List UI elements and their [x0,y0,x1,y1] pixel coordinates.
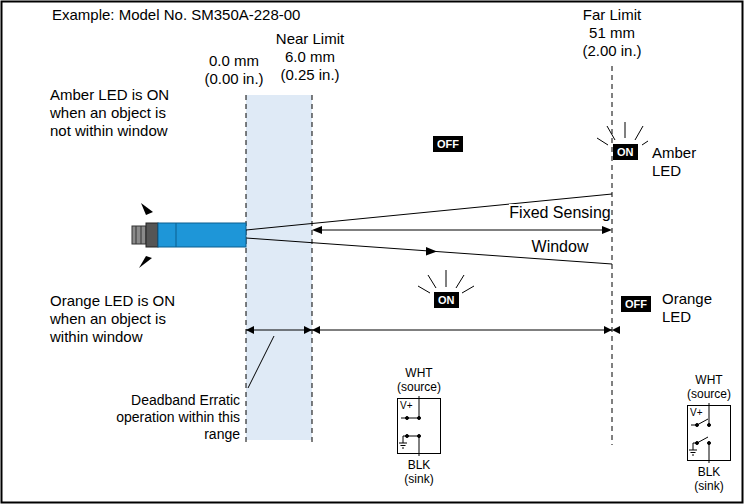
led-state-badge: ON [434,292,459,308]
led-note: Amber LED is ON when an object is not wi… [50,86,185,140]
contact [406,417,409,420]
connector-ridge [141,226,142,244]
zero-line [246,95,247,445]
ray [625,122,626,138]
wire [403,436,404,443]
sensor [132,223,246,247]
wire [709,443,710,463]
wire [419,436,420,456]
window-dimension [318,230,606,231]
ray [597,138,608,145]
arrowhead [612,326,620,334]
wire-label: WHT (source) [393,366,445,394]
wire [419,396,420,418]
led-pointer [141,203,153,215]
arrowhead [602,226,612,234]
arrowhead [604,326,612,334]
dimension: 6.0 mm [262,48,358,66]
state-text: OFF [437,137,459,151]
deadband-note: Deadband Erratic operation within this r… [110,392,240,443]
contact [406,435,409,438]
window-label-text: Fixed Sensing Window [509,204,610,255]
arrowhead [246,326,254,334]
ground [399,443,407,444]
ray [462,286,474,293]
led-state-badge: OFF [621,296,651,312]
sensor-nut [146,223,158,247]
supply-label: V+ [690,407,703,419]
dimension: (2.00 in.) [562,42,662,60]
beam-arrowhead [426,247,437,256]
connector-ridge [136,226,137,244]
led-state-badge: OFF [433,136,463,152]
limit-name: Far Limit [562,6,662,24]
example-note: Example: Model No. SM350A-228-00 [52,6,352,24]
contact [418,435,421,438]
arrowhead [304,326,312,334]
switch-box: V+ [687,405,731,461]
ray [456,275,464,288]
contact [696,442,699,445]
deadband-zone [246,95,312,440]
ray [642,141,648,145]
dimension: (0.00 in.) [194,70,274,88]
ray [607,126,615,140]
wire-label: WHT (source) [683,373,735,401]
near-limit-line [312,95,313,445]
sensor-band [176,223,177,247]
switch-open [689,403,711,463]
sensor-body [158,223,246,247]
ray [428,275,436,288]
contact [708,442,711,445]
ground [691,452,696,453]
contact [418,417,421,420]
led-note: Orange LED is ON when an object is withi… [50,292,185,346]
zone-dimension [246,330,612,331]
switch-box: V+ [397,398,441,454]
ray [418,286,430,293]
state-text: ON [438,293,455,307]
ray [635,126,643,140]
contact [696,424,699,427]
dimension: 51 mm [562,24,662,42]
arrowhead [312,326,320,334]
beam [246,194,612,264]
far-limit-line [612,66,613,445]
dimension: 0.0 mm [194,52,274,70]
limit-name: Near Limit [262,30,358,48]
led-state-badge: ON [613,144,638,160]
supply-label: V+ [400,400,413,412]
wire [709,403,710,425]
switch-closed [399,396,421,456]
wire-label: BLK (sink) [393,458,445,486]
ground [401,445,406,446]
ground [692,455,694,456]
ray [446,270,447,287]
limit-lines [246,66,612,445]
led-rays [418,122,648,293]
leader-line [248,336,274,388]
state-text: OFF [625,297,647,311]
wire [693,443,694,450]
wire-label: BLK (sink) [683,465,735,493]
led-pointer [139,256,152,268]
window-label: Fixed Sensing Window [500,196,620,264]
ground [689,450,697,451]
dimension: (0.25 in.) [262,66,358,84]
contact [708,424,711,427]
ground [402,448,404,449]
led-name: Amber LED [652,144,706,180]
led-name: Orange LED [662,290,722,326]
connector [132,226,146,244]
state-text: ON [617,145,634,159]
arrowhead [312,226,322,234]
